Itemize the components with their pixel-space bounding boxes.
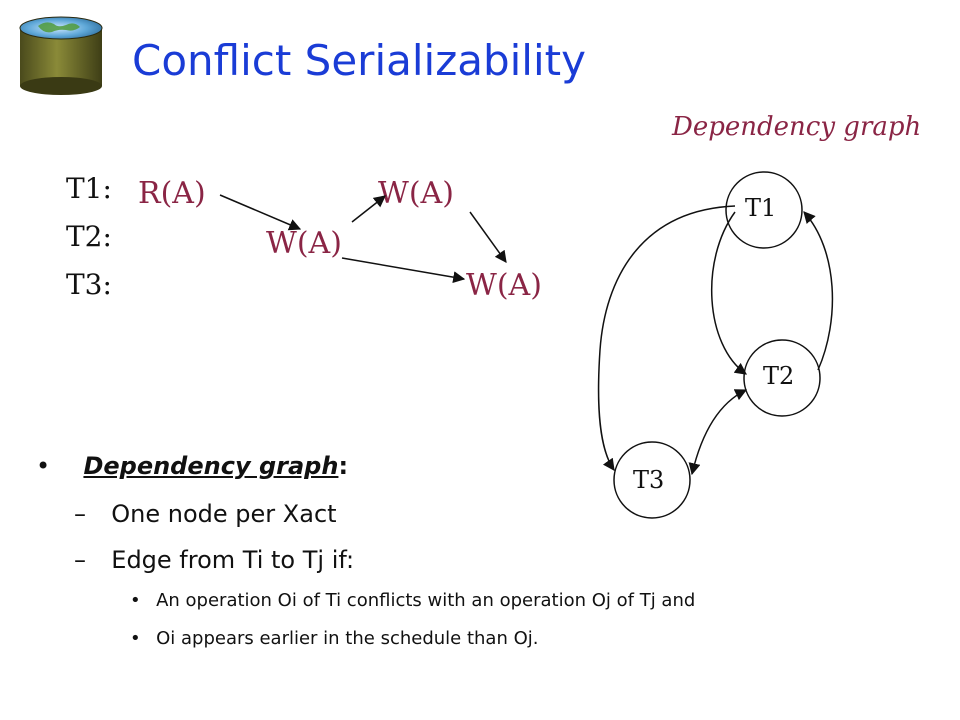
op-t3-write: W(A) [466, 268, 542, 303]
arrow-r1-to-w2 [219, 194, 302, 231]
sub-bullet-1-text: One node per Xact [111, 500, 337, 528]
op-t1-read: R(A) [138, 176, 206, 211]
node-t1-circle [725, 171, 803, 249]
sub-bullet-dash: – [74, 500, 86, 528]
row-label-t2: T2: [66, 220, 112, 253]
edge-t2-to-t1 [803, 211, 834, 371]
subsub-bullet-1: • An operation Oi of Ti conflicts with a… [130, 590, 695, 611]
subsub-bullet-1-text: An operation Oi of Ti conflicts with an … [156, 590, 696, 611]
node-t3-label: T3 [633, 466, 665, 494]
edge-t1-to-t3 [597, 205, 736, 471]
graph-caption: Dependency graph [672, 112, 922, 142]
arrow-w2-to-w3 [341, 257, 466, 284]
sub-bullet-dash: – [74, 546, 86, 574]
main-bullet-term: Dependency graph [83, 452, 339, 480]
sub-bullet-2: – Edge from Ti to Tj if: [74, 546, 354, 574]
node-t1-label: T1 [745, 194, 777, 222]
subsub-bullet-2: • Oi appears earlier in the schedule tha… [130, 628, 538, 649]
arrow-w1-to-w3 [469, 211, 507, 263]
main-bullet-suffix: : [338, 452, 349, 480]
op-t2-write: W(A) [266, 226, 342, 261]
row-label-t3: T3: [66, 268, 112, 301]
database-logo-icon [19, 16, 103, 95]
slide-title: Conflict Serializability [132, 36, 586, 85]
sub-bullet-2-text: Edge from Ti to Tj if: [111, 546, 355, 574]
main-bullet: • Dependency graph: [36, 452, 348, 480]
op-t1-write: W(A) [378, 176, 454, 211]
node-t3-circle [613, 441, 691, 519]
sub-bullet-1: – One node per Xact [74, 500, 337, 528]
subsub-bullet-2-text: Oi appears earlier in the schedule than … [156, 628, 539, 649]
arrow-w2-to-w1 [351, 195, 386, 223]
subsub-bullet-dot: • [130, 590, 141, 611]
subsub-bullet-dot: • [130, 628, 141, 649]
edge-t2-t3-bidirectional [688, 389, 748, 476]
node-t2-label: T2 [763, 362, 795, 390]
bullet-dot: • [36, 452, 51, 480]
node-t2-circle [743, 339, 821, 417]
edge-t1-to-t2 [710, 211, 747, 375]
row-label-t1: T1: [66, 172, 112, 205]
